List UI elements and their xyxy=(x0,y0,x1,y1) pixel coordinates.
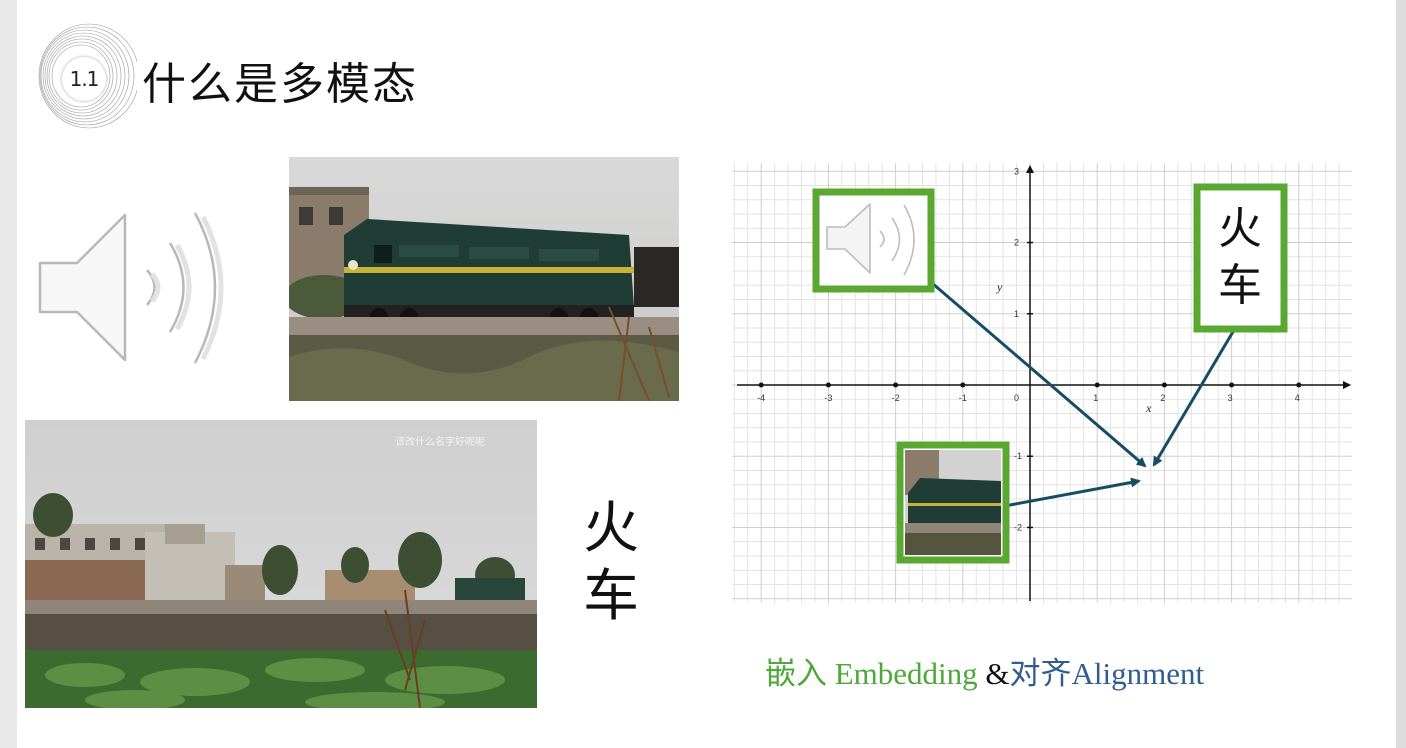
text-modality-box: 火 车 xyxy=(1193,183,1288,333)
slide: 1.1 什么是多模态 xyxy=(17,0,1396,748)
x-tick-mark xyxy=(960,382,966,388)
caption-alignment: 对齐Alignment xyxy=(1009,656,1205,691)
x-tick-label: 0 xyxy=(1014,393,1019,403)
text-arrow xyxy=(1152,324,1239,467)
x-tick-mark xyxy=(758,382,764,388)
train-photo-wide: 该改什么名字好呢呢 xyxy=(25,420,537,708)
text-label-train-line2: 车 xyxy=(583,564,639,629)
badge-swirl-decoration xyxy=(38,23,137,129)
x-tick-mark xyxy=(1094,382,1100,388)
image-modality-box xyxy=(896,441,1010,564)
x-tick-label: -1 xyxy=(959,393,967,403)
x-tick-mark xyxy=(1161,382,1167,388)
x-tick-mark xyxy=(893,382,899,388)
page-title: 什么是多模态 xyxy=(142,59,418,110)
y-axis-label: y xyxy=(996,280,1003,294)
y-tick-label: -2 xyxy=(1014,522,1022,532)
x-tick-mark xyxy=(825,382,831,388)
caption-embedding: 嵌入 Embedding xyxy=(765,656,986,691)
x-tick-label: 3 xyxy=(1228,393,1233,403)
x-tick-mark xyxy=(1296,382,1302,388)
x-tick-mark xyxy=(1229,382,1235,388)
audio-modality-box xyxy=(812,188,935,293)
section-number: 1.1 xyxy=(69,67,100,91)
text-box-line1: 火 xyxy=(1218,203,1262,254)
x-tick-label: 1 xyxy=(1093,393,1098,403)
speaker-icon xyxy=(38,212,224,364)
graph-ticks: -4-3-2-1012345321-1-2 xyxy=(757,166,1302,532)
text-label-train: 火 车 xyxy=(583,495,643,631)
y-tick-label: 2 xyxy=(1014,238,1019,248)
window-edge xyxy=(1396,0,1406,748)
y-tick-label: 1 xyxy=(1014,309,1019,319)
x-tick-label: -4 xyxy=(757,393,765,403)
text-box-line2: 车 xyxy=(1218,260,1262,311)
x-tick-label: -3 xyxy=(824,393,832,403)
x-axis-label: x xyxy=(1145,401,1152,415)
y-tick-label: 3 xyxy=(1014,166,1019,176)
speaker-small-icon xyxy=(826,203,915,276)
section-number-badge: 1.1 xyxy=(62,57,106,101)
audio-arrow xyxy=(903,257,1147,468)
x-tick-label: 2 xyxy=(1160,393,1165,403)
embedding-alignment-caption: 嵌入 Embedding &对齐Alignment xyxy=(765,648,1204,693)
embedding-space-graph: -4-3-2-1012345321-1-2 x y 火 车 xyxy=(732,163,1352,603)
y-tick-label: -1 xyxy=(1014,451,1022,461)
train-thumbnail xyxy=(905,450,1001,555)
video-watermark: 该改什么名字好呢呢 xyxy=(395,437,485,448)
train-photo-closeup xyxy=(289,157,679,401)
text-label-train-line1: 火 xyxy=(583,496,639,561)
x-tick-label: -2 xyxy=(892,393,900,403)
caption-ampersand: & xyxy=(985,656,1010,691)
x-tick-label: 4 xyxy=(1295,393,1300,403)
